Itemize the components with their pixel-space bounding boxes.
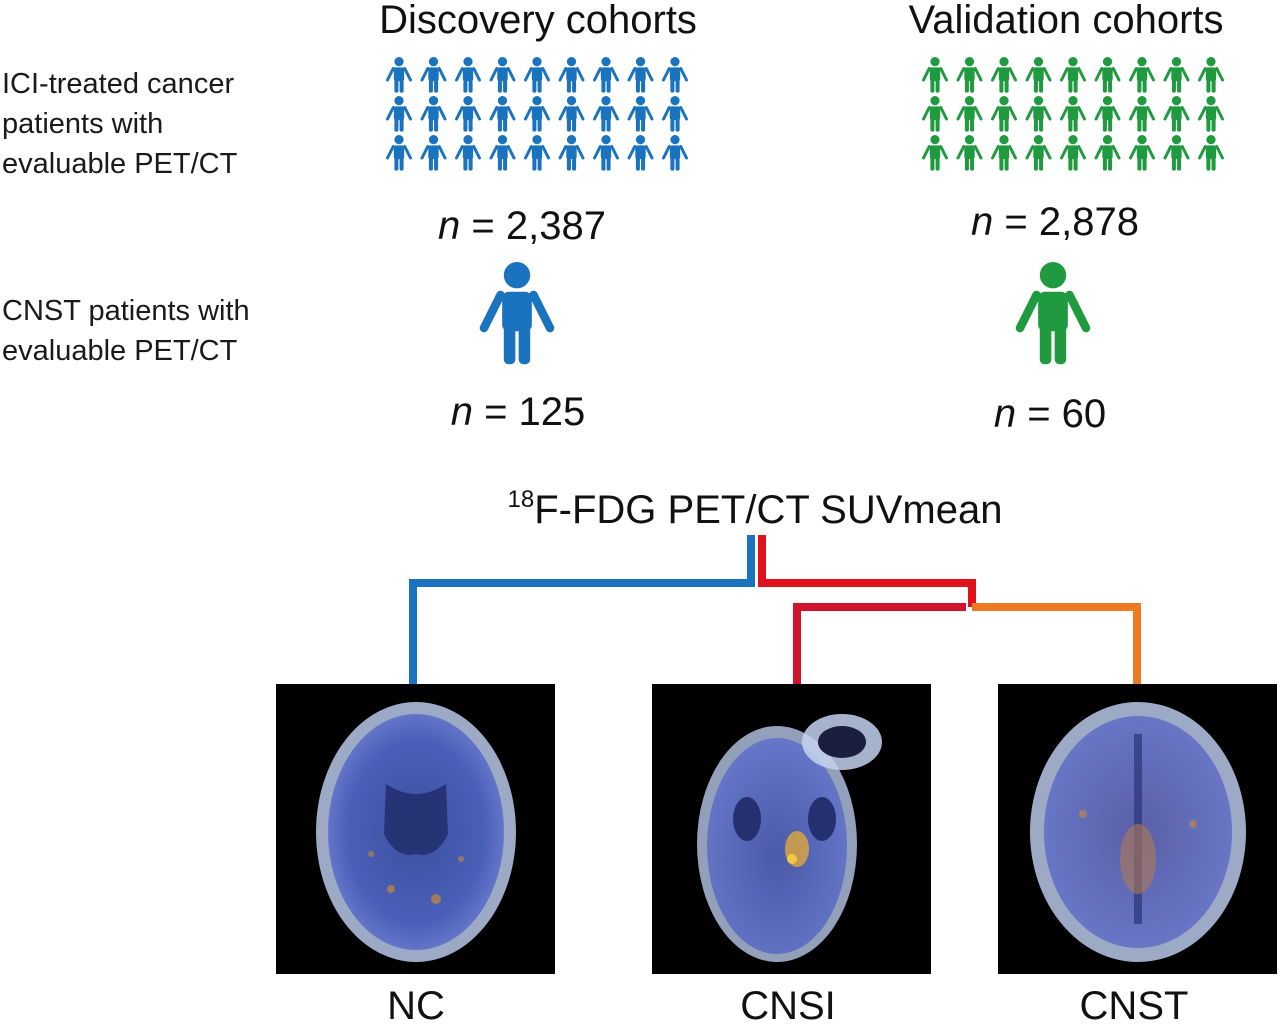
cnsi-branch-line (793, 603, 966, 685)
validation-person-icon (1129, 96, 1155, 132)
validation-person-icon (1198, 135, 1224, 171)
discovery-person-icon (524, 135, 550, 171)
validation-person-icon (1060, 96, 1086, 132)
metric-superscript: 18 (507, 486, 535, 513)
discovery-person-icon (420, 96, 447, 132)
discovery-person-icon (662, 135, 688, 171)
scan-cnsi (652, 684, 931, 974)
validation-person-icon (1198, 57, 1224, 93)
ici-row-label-line1: ICI-treated cancer (2, 68, 235, 100)
validation-ici-count-n: n (971, 200, 994, 244)
discovery-person-icon (455, 57, 481, 93)
discovery-cnst-count-value: = 125 (484, 390, 586, 434)
cnst-row-label-line1: CNST patients with (2, 295, 250, 327)
brain-scan-cnsi-image (697, 714, 882, 962)
discovery-person-icon (386, 135, 412, 171)
discovery-person-icon (593, 57, 619, 93)
validation-person-icon (1025, 135, 1052, 171)
metric-text: F-FDG PET/CT SUVmean (534, 488, 1003, 532)
cnst-branch-line (972, 603, 1141, 685)
validation-person-icon (1025, 57, 1052, 93)
validation-person-icon (922, 135, 948, 171)
discovery-person-icon (386, 57, 412, 93)
scan-cnst (998, 684, 1277, 974)
validation-person-icon (1060, 135, 1086, 171)
metric-title: 18F-FDG PET/CT SUVmean (455, 486, 1055, 533)
cnst-row-label: CNST patients with evaluable PET/CT (2, 291, 250, 371)
discovery-person-icon (627, 135, 654, 171)
validation-person-icon (1060, 57, 1086, 93)
discovery-person-icon (420, 135, 447, 171)
validation-person-icon (956, 57, 983, 93)
validation-cnst-person-icon (1015, 262, 1091, 365)
discovery-person-icon (558, 57, 585, 93)
discovery-person-icon-grid (386, 57, 688, 171)
scan-label-cnst: CNST (1079, 984, 1189, 1028)
discovery-person-icon (386, 96, 412, 132)
validation-cnst-person-icon (1015, 262, 1091, 365)
brain-scan-nc-image (316, 702, 516, 962)
discovery-person-icon (489, 135, 516, 171)
validation-person-icon-grid (922, 57, 1224, 171)
validation-ici-count-value: = 2,878 (1004, 200, 1139, 244)
validation-person-icon (1129, 135, 1155, 171)
discovery-person-icon (593, 96, 619, 132)
red-trunk-line (758, 535, 976, 607)
validation-ici-count: n = 2,878 (905, 200, 1205, 245)
brain-scan-cnst-image (1030, 702, 1246, 962)
discovery-cnst-count-n: n (450, 390, 473, 434)
discovery-cnst-person-icon (479, 262, 555, 365)
discovery-person-icon (662, 96, 688, 132)
discovery-person-icon (524, 57, 550, 93)
discovery-cnst-person-icon (479, 262, 555, 365)
scan-label-cnsi: CNSI (740, 984, 836, 1028)
validation-person-icon (991, 57, 1017, 93)
validation-cnst-count: n = 60 (900, 392, 1200, 437)
ici-row-label-line3: evaluable PET/CT (2, 148, 238, 180)
ici-row-label-line2: patients with (2, 108, 164, 140)
ici-row-label: ICI-treated cancer patients with evaluab… (2, 64, 237, 184)
validation-cnst-count-n: n (993, 392, 1017, 436)
scan-nc (276, 684, 555, 974)
discovery-person-icon (627, 96, 654, 132)
cnst-row-label-line2: evaluable PET/CT (2, 335, 238, 367)
discovery-person-icon (524, 96, 550, 132)
validation-person-icon (1129, 57, 1155, 93)
discovery-person-icon (558, 96, 585, 132)
validation-person-icon (956, 135, 983, 171)
discovery-person-icon (455, 135, 481, 171)
validation-person-icon (1094, 96, 1121, 132)
discovery-cnst-count: n = 125 (368, 390, 668, 435)
validation-person-icon (1163, 57, 1190, 93)
validation-person-icon (991, 96, 1017, 132)
validation-person-icon (1163, 96, 1190, 132)
validation-person-icon (1163, 135, 1190, 171)
validation-person-icon (922, 96, 948, 132)
discovery-person-icon (420, 57, 447, 93)
validation-person-icon (991, 135, 1017, 171)
discovery-ici-count-value: = 2,387 (471, 204, 606, 248)
validation-person-icon (1025, 96, 1052, 132)
discovery-ici-count: n = 2,387 (372, 204, 672, 249)
validation-person-icon (956, 96, 983, 132)
validation-heading: Validation cohorts (908, 0, 1224, 42)
discovery-person-icon (558, 135, 585, 171)
validation-person-icon (1094, 135, 1121, 171)
validation-cnst-count-value: = 60 (1027, 392, 1107, 436)
discovery-person-icon (489, 57, 516, 93)
discovery-ici-count-n: n (438, 204, 461, 248)
validation-person-icon (1094, 57, 1121, 93)
discovery-person-icon (455, 96, 481, 132)
discovery-person-icon (627, 57, 654, 93)
validation-person-icon (1198, 96, 1224, 132)
validation-person-icon (922, 57, 948, 93)
discovery-person-icon (593, 135, 619, 171)
discovery-person-icon (489, 96, 516, 132)
discovery-person-icon (662, 57, 688, 93)
nc-branch-line (409, 535, 755, 685)
discovery-heading: Discovery cohorts (379, 0, 697, 42)
scan-label-nc: NC (387, 984, 445, 1028)
